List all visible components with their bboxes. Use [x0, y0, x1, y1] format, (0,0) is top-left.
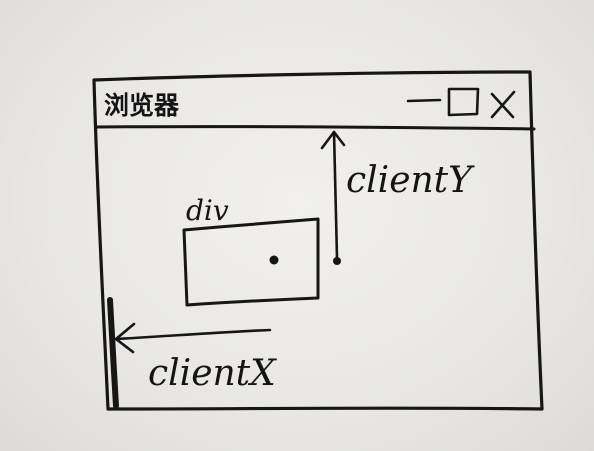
div-box [182, 217, 320, 307]
title-bar: 浏览器 [104, 87, 516, 120]
client-x-arrow-line [114, 328, 272, 341]
title-bar-divider [94, 125, 536, 131]
left-edge-emphasis [107, 297, 119, 409]
window-frame [92, 70, 544, 411]
client-x-indicator: clientX [114, 322, 277, 394]
client-y-arrow-line [332, 130, 339, 260]
window-title: 浏览器 [104, 91, 180, 120]
close-icon[interactable] [490, 90, 516, 119]
client-y-arrow-head [320, 130, 346, 150]
minimize-icon[interactable] [406, 98, 442, 103]
client-y-indicator: clientY [320, 130, 475, 265]
client-x-label: clientX [148, 353, 277, 394]
client-y-point-dot [333, 257, 341, 265]
client-x-arrow-head [114, 322, 136, 354]
client-y-label: clientY [346, 160, 475, 201]
browser-window [92, 70, 544, 411]
div-element: div [182, 194, 320, 307]
window-controls [406, 87, 516, 119]
maximize-icon[interactable] [447, 87, 480, 117]
mouse-point-dot [269, 255, 279, 265]
div-label: div [186, 194, 229, 227]
